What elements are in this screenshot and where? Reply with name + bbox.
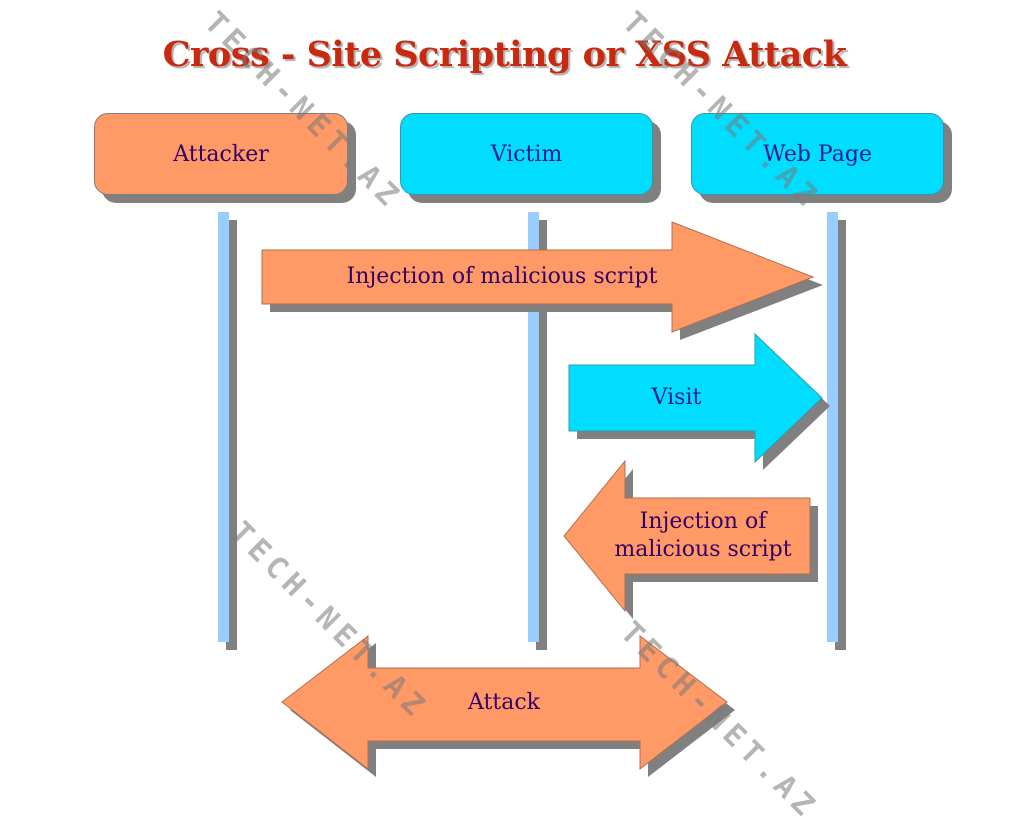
actor-web-page-label: Web Page — [763, 141, 872, 167]
sequence-diagram — [218, 212, 846, 777]
actor-web-page: Web Page — [691, 113, 944, 195]
actor-victim-label: Victim — [490, 141, 563, 167]
actor-victim: Victim — [400, 113, 653, 195]
arrow-visit — [568, 332, 830, 470]
actor-attacker: Attacker — [94, 113, 348, 195]
lifeline-victim — [528, 212, 547, 650]
arrow-injection-to-victim — [563, 459, 818, 619]
actor-attacker-label: Attacker — [173, 141, 269, 167]
arrow-attack — [281, 634, 735, 777]
arrow-injection-to-web-page — [261, 221, 823, 340]
diagram-title: Cross - Site Scripting or XSS Attack — [162, 34, 847, 75]
lifeline-attacker — [218, 212, 237, 650]
lifeline-web-page — [827, 212, 846, 650]
